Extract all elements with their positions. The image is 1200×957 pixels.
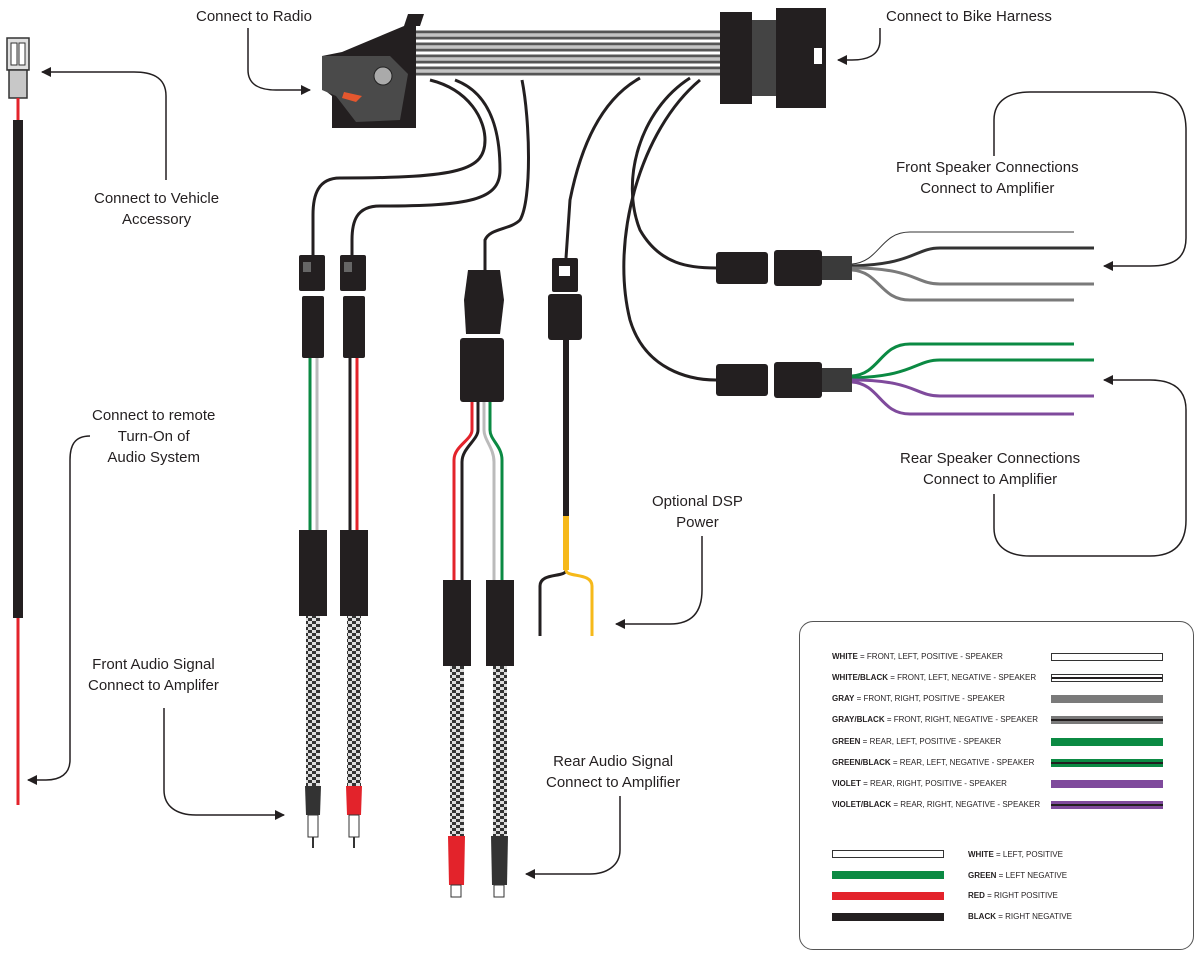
- label-front-audio: Front Audio Signal Connect to Amplifer: [88, 656, 219, 694]
- harness-bundle: [416, 30, 720, 76]
- wire-color-legend: [799, 621, 1194, 950]
- legend-swatch-green-black: [1051, 759, 1163, 767]
- legend-speaker-row: VIOLET/BLACK = REAR, RIGHT, NEGATIVE - S…: [832, 800, 1041, 809]
- legend-swatch-gray-black: [1051, 716, 1163, 724]
- rear-rca: [443, 270, 514, 898]
- legend-swatch-violet-black: [1051, 801, 1163, 809]
- label-connect-bike-harness: Connect to Bike Harness: [886, 8, 1052, 25]
- legend-signal-row: RED = RIGHT POSITIVE: [968, 891, 1058, 900]
- legend-speaker-row: GREEN = REAR, LEFT, POSITIVE - SPEAKER: [832, 737, 1002, 746]
- arrow-rear-speaker: [993, 375, 1187, 557]
- dsp-power-wire: [538, 258, 594, 636]
- legend-signal-row: GREEN = LEFT NEGATIVE: [968, 871, 1068, 880]
- legend-swatch-signal-green: [832, 871, 944, 879]
- legend-swatch-signal-white: [832, 850, 944, 858]
- arrow-front-speaker: [993, 91, 1187, 271]
- branch-wires: [311, 76, 717, 382]
- arrow-radio: [247, 28, 311, 95]
- bike-harness-connector: [720, 8, 826, 108]
- legend-swatch-white-black: [1051, 674, 1163, 682]
- label-front-speaker: Front Speaker Connections Connect to Amp…: [896, 159, 1079, 197]
- legend-speaker-row: WHITE = FRONT, LEFT, POSITIVE - SPEAKER: [832, 652, 1003, 661]
- legend-speaker-row: VIOLET = REAR, RIGHT, POSITIVE - SPEAKER: [832, 779, 1007, 788]
- legend-speaker-row: GRAY/BLACK = FRONT, RIGHT, NEGATIVE - SP…: [832, 715, 1039, 724]
- legend-swatch-signal-red: [832, 892, 944, 900]
- front-speaker-connector: [716, 230, 1094, 302]
- legend-swatch-white: [1051, 653, 1163, 661]
- arrow-vehicle-accessory: [41, 67, 167, 180]
- label-rear-speaker: Rear Speaker Connections Connect to Ampl…: [900, 450, 1081, 488]
- legend-swatch-violet: [1051, 780, 1163, 788]
- arrow-bike-harness: [837, 28, 881, 65]
- label-dsp-power: Optional DSP Power: [652, 493, 743, 531]
- legend-swatch-signal-black: [832, 913, 944, 921]
- front-rca-right: [340, 255, 368, 848]
- legend-signal-row: WHITE = LEFT, POSITIVE: [968, 850, 1063, 859]
- legend-swatch-green: [1051, 738, 1163, 746]
- accessory-wire: [6, 37, 30, 805]
- label-remote-turn-on: Connect to remote Turn-On of Audio Syste…: [92, 407, 216, 466]
- rear-speaker-connector: [716, 342, 1094, 416]
- legend-speaker-row: WHITE/BLACK = FRONT, LEFT, NEGATIVE - SP…: [832, 673, 1037, 682]
- arrow-rear-audio: [525, 796, 621, 879]
- legend-swatch-gray: [1051, 695, 1163, 703]
- arrow-dsp-power: [615, 536, 703, 629]
- legend-speaker-row: GREEN/BLACK = REAR, LEFT, NEGATIVE - SPE…: [832, 758, 1035, 767]
- label-rear-audio: Rear Audio Signal Connect to Amplifier: [546, 753, 681, 791]
- radio-connector: [322, 14, 424, 128]
- label-vehicle-accessory: Connect to Vehicle Accessory: [94, 190, 220, 228]
- callout-arrows: [27, 28, 1187, 879]
- arrow-front-audio: [163, 708, 285, 820]
- arrow-remote-turn-on: [27, 435, 91, 785]
- label-connect-radio: Connect to Radio: [196, 8, 312, 25]
- front-rca-left: [299, 255, 327, 848]
- legend-signal-row: BLACK = RIGHT NEGATIVE: [968, 912, 1072, 921]
- legend-speaker-row: GRAY = FRONT, RIGHT, POSITIVE - SPEAKER: [832, 694, 1005, 703]
